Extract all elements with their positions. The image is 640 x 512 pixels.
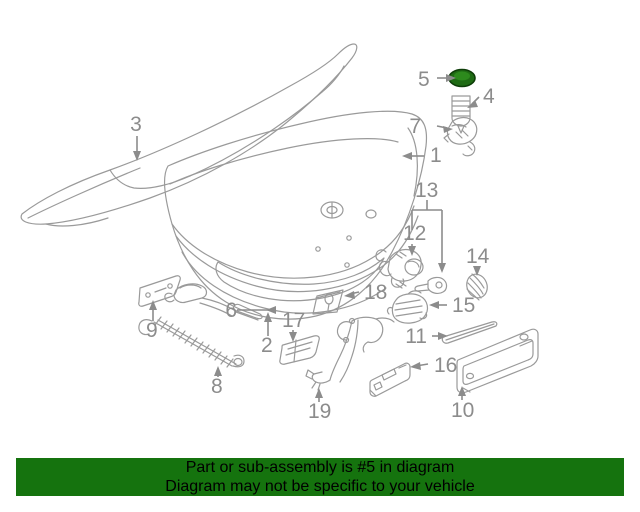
notice-banner: Part or sub-assembly is #5 in diagram Di… [16, 458, 624, 496]
callout-number-14: 14 [466, 245, 490, 268]
callout-leader-19 [315, 388, 323, 402]
part-shape-hinge-bracket-clip [443, 116, 478, 157]
notice-line-part-number: Part or sub-assembly is #5 in diagram [185, 459, 455, 476]
callout-leader-2 [264, 312, 272, 336]
callout-number-10: 10 [451, 399, 474, 422]
callout-number-5: 5 [418, 68, 430, 91]
callout-number-18: 18 [364, 281, 387, 304]
part-shape-striker-shim-plate [138, 275, 181, 307]
callout-leader-1 [402, 152, 424, 160]
part-shape-striker-pin [414, 276, 448, 294]
part-shape-latch-assembly [386, 290, 429, 324]
callout-number-9: 9 [146, 319, 158, 342]
callout-number-17: 17 [282, 309, 305, 332]
callout-leader-9 [149, 300, 157, 321]
part-shape-trunk-lid-panel [163, 110, 428, 320]
callout-number-4: 4 [483, 85, 495, 108]
callout-number-11: 11 [405, 325, 427, 348]
part-shape-trunk-handle-switch [279, 335, 320, 365]
callout-leader-17 [289, 330, 297, 342]
callout-leader-3 [133, 136, 141, 161]
part-shape-bump-stop-buffer [451, 95, 471, 134]
callout-leader-4 [467, 96, 480, 108]
part-shape-grommet-plug-highlight [448, 68, 476, 88]
callout-number-13: 13 [415, 179, 438, 202]
callout-leader-5 [437, 74, 456, 82]
part-shape-torsion-bar-linkage [164, 283, 263, 321]
part-shape-license-plate-lamp-housing [456, 328, 539, 394]
part-shape-trunk-lock-actuator [375, 248, 424, 289]
callout-number-12: 12 [403, 222, 426, 245]
part-shape-corner-bracket [312, 289, 344, 315]
callout-number-6: 6 [225, 299, 237, 322]
callout-number-2: 2 [261, 334, 273, 357]
callout-leader-10 [458, 386, 466, 400]
callout-number-8: 8 [211, 375, 223, 398]
part-shape-lock-switch-module [369, 362, 411, 397]
notice-line-disclaimer: Diagram may not be specific to your vehi… [165, 478, 475, 495]
callout-leader-15 [429, 301, 447, 309]
callout-number-15: 15 [452, 294, 475, 317]
parts-diagram-svg: 1 2 3 4 5 6 7 8 9 10 11 12 13 14 15 16 1… [20, 43, 539, 423]
part-shape-rear-spoiler [20, 43, 358, 227]
part-shape-trim-molding-strip [441, 321, 498, 344]
callout-number-7: 7 [409, 115, 421, 138]
callout-number-16: 16 [434, 354, 457, 377]
callout-number-3: 3 [130, 113, 142, 136]
callout-leader-8 [214, 366, 222, 377]
part-shape-wiring-harness [305, 316, 395, 391]
callout-leader-6 [237, 306, 276, 314]
callout-leader-14 [473, 266, 481, 276]
part-shape-coil-spring [138, 316, 245, 368]
callout-number-19: 19 [308, 400, 331, 423]
callout-leader-11 [432, 332, 448, 340]
parts-diagram: 1 2 3 4 5 6 7 8 9 10 11 12 13 14 15 16 1… [20, 43, 539, 423]
part-shape-cable-grommet [466, 273, 488, 301]
callout-number-1: 1 [430, 144, 442, 167]
callout-leader-16 [410, 362, 429, 370]
callout-leader-18 [344, 291, 360, 299]
callout-leader-13 [411, 200, 446, 273]
callout-leader-12 [408, 244, 416, 256]
callout-leader-7 [436, 125, 453, 133]
